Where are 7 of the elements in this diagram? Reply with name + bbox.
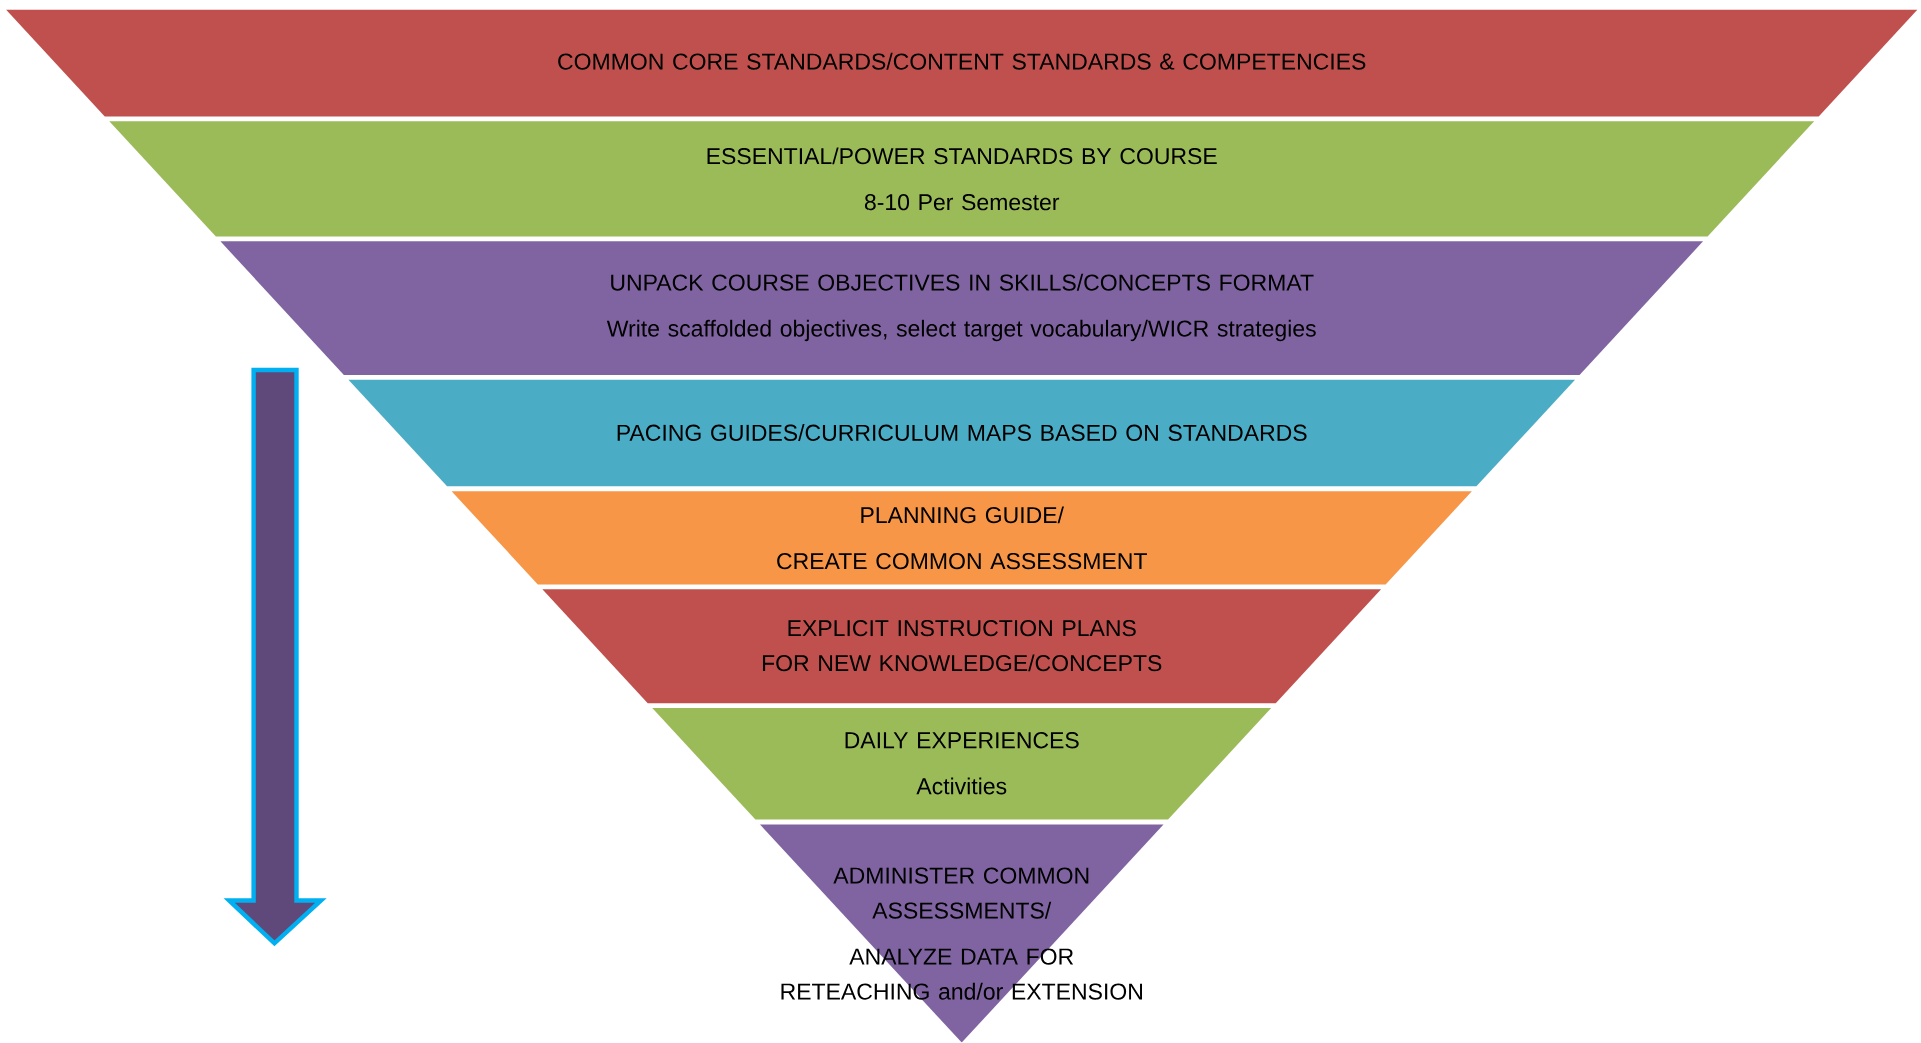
pyramid-band: PLANNING GUIDE/ CREATE COMMON ASSESSMENT (451, 491, 1472, 585)
pyramid-band: EXPLICIT INSTRUCTION PLANS FOR NEW KNOWLEDGE/CONCEPTS (542, 589, 1382, 704)
pyramid-band: COMMON CORE STANDARDS/CONTENT STANDARDS & COMPETENCIES (6, 10, 1918, 117)
pyramid-band: PACING GUIDES/CURRICULUM MAPS BASED ON STANDARDS (348, 380, 1576, 487)
pyramid-band: UNPACK COURSE OBJECTIVES IN SKILLS/CONCEPTS FORMAT Write scaffolded objectives, select target vocabulary/WICR strategies (220, 241, 1704, 376)
pyramid-band: ESSENTIAL/POWER STANDARDS BY COURSE 8-10 Per Semester (109, 121, 1815, 237)
pyramid-band: DAILY EXPERIENCES Activities (652, 708, 1272, 820)
